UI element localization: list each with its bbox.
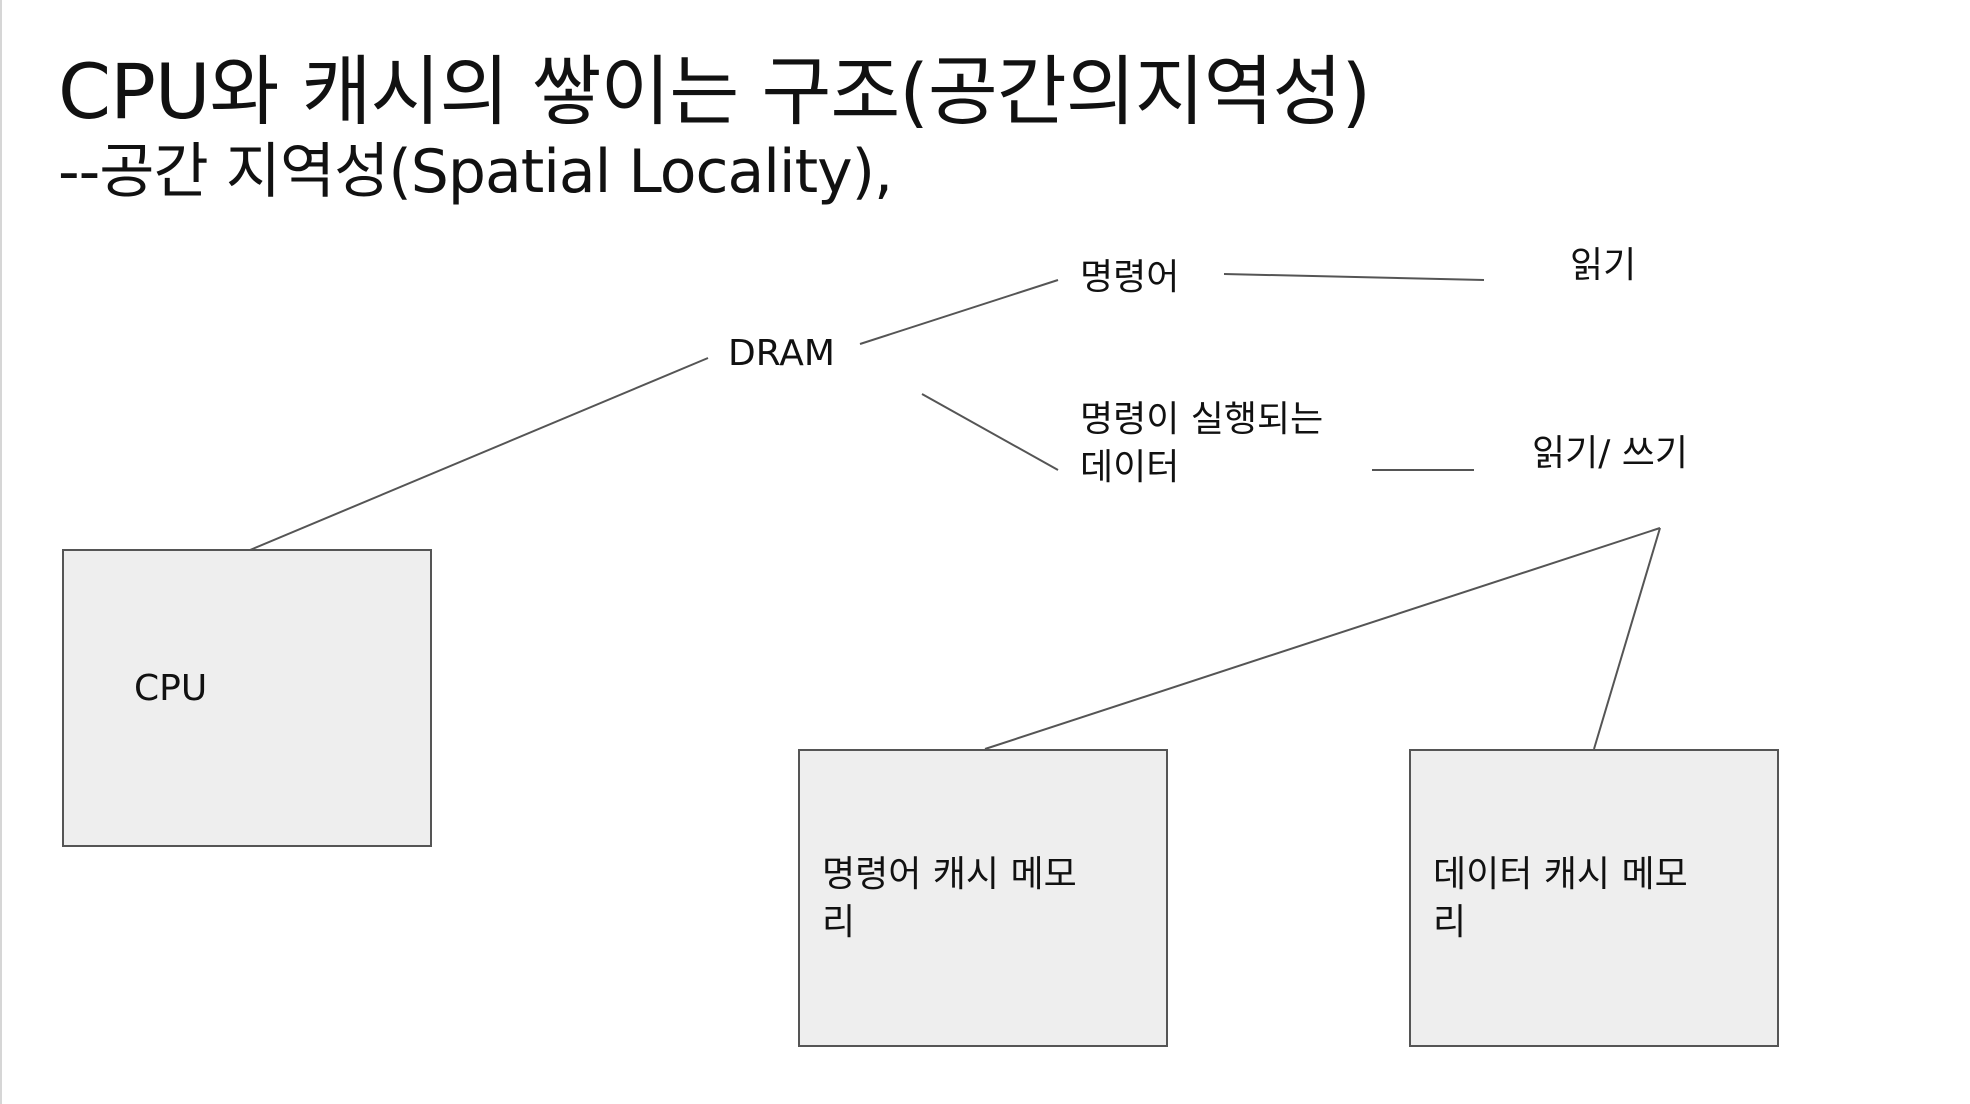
connector-cpu-to-dram: [249, 357, 709, 551]
connector-read-write-to-instruction-cache: [984, 527, 1661, 750]
data-cache-label-line2: 리: [1433, 902, 1467, 943]
data-cache-box: 데이터 캐시 메모 리: [1409, 749, 1779, 1047]
slide-subtitle: --공간 지역성(Spatial Locality),: [58, 137, 893, 207]
data-cache-label: 데이터 캐시 메모 리: [1433, 851, 1688, 947]
node-read-write: 읽기/ 쓰기: [1532, 433, 1689, 474]
connector-dram-to-instruction-data: [921, 393, 1059, 471]
cpu-box: CPU: [62, 549, 432, 847]
instruction-cache-label-line2: 리: [822, 902, 856, 943]
cpu-label: CPU: [134, 668, 208, 709]
slide-title: CPU와 캐시의 쌓이는 구조(공간의지역성): [58, 47, 1371, 136]
node-instruction: 명령어: [1080, 257, 1180, 298]
slide-left-border: [0, 0, 2, 1104]
instruction-cache-label: 명령어 캐시 메모 리: [822, 851, 1077, 947]
node-instruction-data-line1: 명령이 실행되는: [1080, 399, 1324, 440]
node-instruction-data: 명령이 실행되는 데이터: [1080, 396, 1323, 492]
node-instruction-data-line2: 데이터: [1080, 447, 1180, 488]
connector-instruction-to-read: [1223, 273, 1485, 281]
node-dram: DRAM: [728, 333, 835, 374]
node-read: 읽기: [1570, 245, 1637, 286]
data-cache-label-line1: 데이터 캐시 메모: [1433, 854, 1688, 895]
connector-dram-to-instruction: [859, 279, 1059, 345]
instruction-cache-box: 명령어 캐시 메모 리: [798, 749, 1168, 1047]
connector-read-write-to-data-cache: [1593, 527, 1661, 750]
instruction-cache-label-line1: 명령어 캐시 메모: [822, 854, 1077, 895]
